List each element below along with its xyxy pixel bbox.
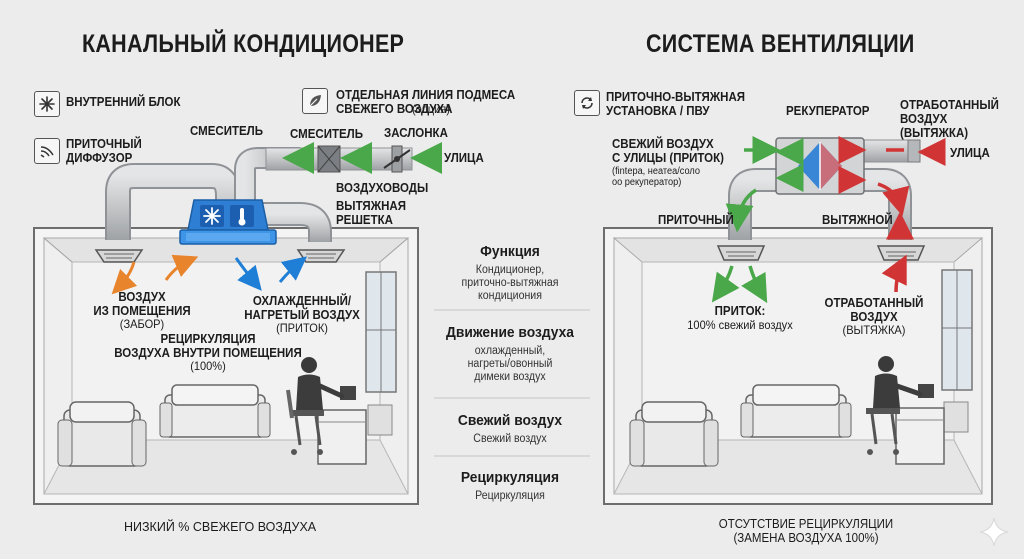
- recirc-label: РЕЦИРКУЛЯЦИЯ ВОЗДУХА ВНУТРИ ПОМЕЩЕНИЯ: [114, 332, 302, 360]
- right-room: [603, 227, 993, 505]
- left-footer: НИЗКИЙ % СВЕЖЕГО ВОЗДУХА: [124, 520, 317, 534]
- cooled-air-note: (ПРИТОК): [276, 321, 328, 335]
- recirc-note: (100%): [190, 359, 226, 373]
- diffuser-icon: [34, 138, 60, 164]
- room-air-note: (ЗАБОР): [119, 317, 165, 331]
- recuperator-label: РЕКУПЕРАТОР: [786, 104, 870, 118]
- center-heading-fresh: Свежий воздух: [457, 412, 563, 429]
- mixer-right-label: СМЕСИТЕЛЬ: [290, 127, 364, 141]
- ducts-label: ВОЗДУХОВОДЫ: [336, 181, 429, 195]
- exhausted-air-label: ОТРАБОТАННЫЙ ВОЗДУХ (ВЫТЯЖКА): [900, 98, 999, 140]
- left-office-worker: [286, 357, 367, 465]
- center-heading-function: Функция: [480, 243, 540, 260]
- inflow-label: ПРИТОК:: [714, 304, 766, 318]
- center-text-fresh: Свежий воздух: [473, 433, 547, 445]
- right-sofa-small: [629, 401, 719, 467]
- right-footer: ОТСУТСТВИЕ РЕЦИРКУЛЯЦИИ (ЗАМЕНА ВОЗДУХА …: [718, 517, 894, 545]
- mixer-left-label: СМЕСИТЕЛЬ: [190, 124, 264, 138]
- fresh-in-label: СВЕЖИЙ ВОЗДУХ С УЛИЦЫ (ПРИТОК): [612, 137, 724, 165]
- left-airflow-arrows: [111, 142, 442, 295]
- right-office-worker: [866, 356, 945, 465]
- sparkle-icon: [979, 517, 1009, 547]
- cooled-air-label: ОХЛАЖДЕННЫЙ/ НАГРЕТЫЙ ВОЗДУХ: [244, 294, 360, 322]
- supply-label: ПРИТОЧНЫЙ: [658, 213, 734, 227]
- snowflake-icon: [34, 91, 60, 117]
- center-dividers: [434, 309, 590, 457]
- exhaust-grille-label: ВЫТЯЖНАЯ РЕШЕТКА: [336, 199, 406, 227]
- left-title: КАНАЛЬНЫЙ КОНДИЦИОНЕР: [82, 30, 405, 58]
- left-supply-diffuser: [94, 249, 144, 263]
- exhaust-label: ВЫТЯЖНОЙ: [822, 213, 893, 227]
- left-sofa-small: [57, 401, 147, 467]
- fresh-line-option: (опция): [412, 102, 450, 116]
- thermometer-icon: [238, 208, 246, 226]
- supply-diffuser-label: ПРИТОЧНЫЙ ДИФФУЗОР: [66, 137, 142, 165]
- right-airflow-arrows: [711, 136, 946, 304]
- damper-label: ЗАСЛОНКА: [384, 126, 448, 140]
- recycle-icon: [574, 90, 600, 116]
- inflow-note: 100% свежий воздух: [687, 318, 793, 332]
- left-sofa-large: [159, 384, 271, 438]
- right-title: СИСТЕМА ВЕНТИЛЯЦИИ: [646, 30, 915, 58]
- right-supply-diffuser: [716, 245, 766, 261]
- fresh-in-note: (fintepa, неатеа/соло оо рекуператор): [612, 166, 701, 189]
- unit-snowflake-icon: [203, 207, 221, 225]
- center-heading-airflow: Движение воздуха: [446, 324, 574, 341]
- room-air-label: ВОЗДУХ ИЗ ПОМЕЩЕНИЯ: [93, 290, 191, 318]
- center-text-recirc: Рециркуляция: [475, 490, 545, 502]
- exhausted-room-note: (ВЫТЯЖКА): [842, 323, 906, 337]
- center-text-function: Кондиционер, приточно-вытяжная кондицион…: [461, 264, 559, 302]
- center-heading-recirc: Рециркуляция: [460, 469, 560, 486]
- center-text-airflow: охлажденный, нагреты/овонный димеки возд…: [467, 345, 553, 383]
- right-exhaust-diffuser: [876, 245, 926, 261]
- right-street-label: УЛИЦА: [950, 146, 990, 160]
- indoor-unit-label: ВНУТРЕННИЙ БЛОК: [66, 95, 181, 109]
- right-sofa-large: [740, 384, 852, 438]
- leaf-icon: [302, 88, 328, 114]
- pvu-label: ПРИТОЧНО-ВЫТЯЖНАЯ УСТАНОВКА / ПВУ: [606, 90, 746, 118]
- exhausted-room-label: ОТРАБОТАННЫЙ ВОЗДУХ: [824, 296, 924, 324]
- left-exhaust-grille: [296, 249, 346, 263]
- left-room: [33, 227, 419, 505]
- left-street-label: УЛИЦА: [444, 151, 484, 165]
- indoor-unit: [179, 199, 277, 245]
- fresh-line-label: ОТДЕЛЬНАЯ ЛИНИЯ ПОДМЕСА СВЕЖЕГО ВОЗДУХА: [336, 88, 516, 116]
